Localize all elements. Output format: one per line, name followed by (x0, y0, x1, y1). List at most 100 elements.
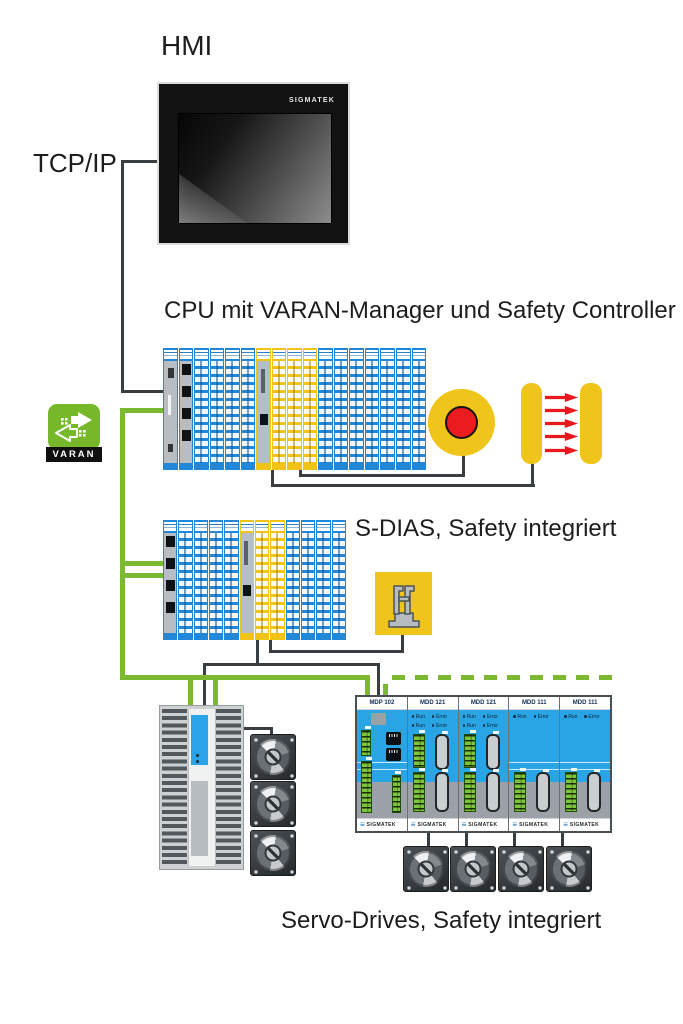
drive-cover (191, 781, 208, 856)
light-curtain-line (271, 484, 535, 487)
encoder-connector (485, 769, 500, 812)
module-label-tab (164, 522, 177, 531)
servo-motor (250, 830, 296, 876)
module-brand-strip: ≡SIGMATEK (458, 818, 509, 831)
safety-door-interlock (375, 572, 432, 635)
module-label-tab (301, 522, 315, 531)
varan-bus-line (120, 675, 370, 680)
cpu-title: CPU mit VARAN-Manager und Safety Control… (164, 297, 676, 324)
led-run-label: Run (564, 714, 577, 720)
module-terminals (194, 533, 207, 633)
io-module-iface (163, 520, 178, 640)
io-module-blue (193, 520, 208, 640)
io-module-blue (316, 520, 331, 640)
led-run-label: Run (513, 714, 527, 720)
led-error-label: Error (431, 714, 447, 720)
tcpip-label: TCP/IP (33, 148, 117, 178)
module-label-tab (210, 350, 224, 359)
io-module-blue (395, 348, 411, 470)
terminal-block (463, 730, 476, 768)
tcpip-line (121, 390, 164, 393)
motor-line (465, 833, 468, 848)
module-terminals (412, 361, 426, 463)
module-label-tab (317, 522, 330, 531)
light-beam-arrow-icon (545, 432, 578, 441)
led-run-label: Run (462, 714, 476, 720)
emergency-stop-button (428, 389, 495, 456)
module-label-tab (255, 522, 269, 531)
io-module-safety (239, 520, 254, 640)
io-module-safety (256, 348, 271, 470)
io-module-blue (300, 520, 316, 640)
motor-line (561, 833, 564, 848)
varan-logo: VARAN (46, 404, 102, 462)
varan-bus-line (383, 684, 388, 696)
drive-display (191, 715, 208, 765)
varan-logo-box (48, 404, 100, 450)
estop-line (462, 448, 465, 477)
module-label-tab (240, 522, 253, 531)
label-plate (371, 713, 386, 725)
module-label-tab (288, 350, 301, 359)
hmi-label: HMI (161, 30, 213, 61)
drive-front-panel (188, 709, 216, 866)
varan-bus-continuation (392, 675, 620, 680)
module-label-tab (164, 350, 177, 359)
io-module-blue (208, 520, 224, 640)
io-module-blue (349, 348, 364, 470)
varan-bus-line (120, 408, 125, 680)
module-brand-strip: ≡SIGMATEK (560, 818, 610, 831)
io-module-blue (331, 520, 346, 640)
tcpip-line (121, 160, 158, 163)
terminal-block (361, 757, 372, 813)
module-label-tab (226, 350, 239, 359)
drive-module: MDP 102≡SIGMATEK (357, 697, 408, 831)
module-terminals (240, 533, 253, 633)
module-terminals (396, 361, 410, 463)
module-label-tab (332, 522, 345, 531)
led-error-label: Error (431, 723, 447, 729)
module-brand-strip: ≡SIGMATEK (407, 818, 458, 831)
hmi-screen (178, 113, 332, 224)
module-label-tab (257, 350, 270, 359)
module-terminals (209, 533, 223, 633)
drive-feed-line (203, 663, 206, 706)
module-terminals (195, 361, 208, 463)
module-label-tab (319, 350, 332, 359)
module-terminals (381, 361, 394, 463)
motor-line (513, 833, 516, 848)
encoder-connector (485, 731, 500, 770)
module-label-tab (179, 522, 192, 531)
module-label-tab (194, 522, 207, 531)
module-terminals (317, 533, 330, 633)
module-terminals (332, 533, 345, 633)
module-terminals (210, 361, 224, 463)
light-curtain-bar (521, 383, 542, 464)
ethernet-port-icon (385, 732, 401, 745)
module-label-tab (365, 350, 379, 359)
module-body (357, 710, 407, 818)
io-module-blue (224, 520, 239, 640)
module-terminals (303, 361, 317, 463)
io-module-blue (364, 348, 380, 470)
io-module-yellow (270, 520, 285, 640)
interlock-line (269, 640, 272, 653)
module-label-tab (286, 522, 299, 531)
io-module-yellow (254, 520, 270, 640)
encoder-connector (434, 731, 449, 770)
module-model-label: MDP 102 (357, 697, 407, 710)
io-module-blue (240, 348, 256, 470)
io-module-blue (318, 348, 333, 470)
sigmatek-brand-text: SIGMATEK (468, 822, 498, 828)
sigmatek-brand-text: SIGMATEK (417, 822, 447, 828)
led-error-label: Error (533, 714, 549, 720)
drive-feed-line (377, 663, 380, 696)
